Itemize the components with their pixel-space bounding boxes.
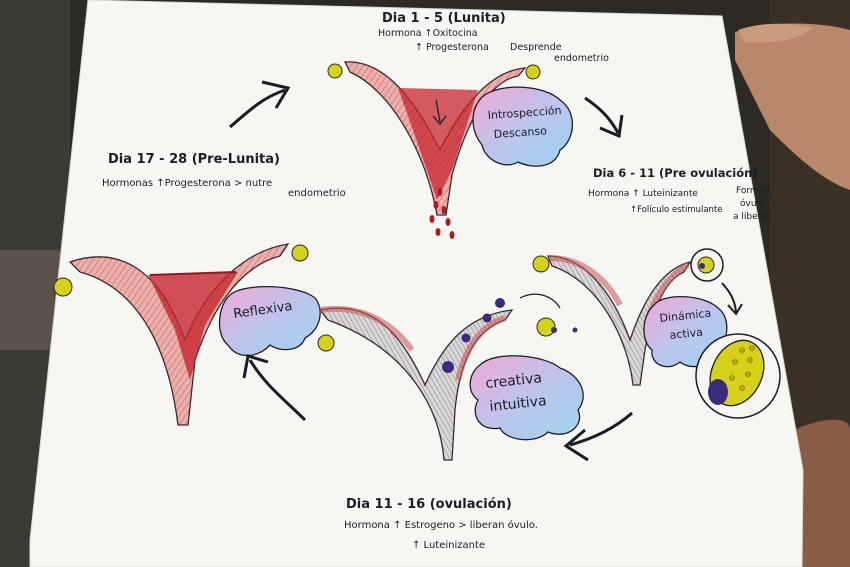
bubble-creativa-line1: creativa <box>485 370 543 392</box>
background-post <box>0 250 60 350</box>
bubble-creativa-line2: intuitiva <box>489 393 548 415</box>
title-dia-1-5: Dia 1 - 5 (Lunita) <box>382 11 506 26</box>
curved-arrow-icon <box>584 96 624 139</box>
ovary-left-center <box>317 334 335 352</box>
curved-arrow-icon <box>242 354 307 422</box>
bubble-reflexiva <box>218 286 321 357</box>
ovary-right-top <box>525 64 541 80</box>
curved-arrow-icon <box>721 282 743 316</box>
egg-cell-icon <box>442 298 578 373</box>
hormone-line-dia-6-11: Hormona ↑ Luteinizante <box>588 189 698 199</box>
title-dia-17-28: Dia 17 - 28 (Pre-Lunita) <box>108 152 280 167</box>
effect-line1-dia-6-11: Forman <box>736 186 770 196</box>
progesterone-line-dia-1-5: ↑ Progesterona <box>415 42 489 53</box>
ovary-left-right <box>532 255 550 273</box>
ovary-right-left <box>291 244 309 262</box>
uterus-diagram-ovulation <box>318 305 514 461</box>
egg-cell-icon <box>695 333 781 419</box>
effect-line2-dia-17-28: endometrio <box>288 188 346 199</box>
effect-line2-dia-1-5: endometrio <box>554 53 609 64</box>
ovary-left-left <box>53 277 73 297</box>
title-dia-6-11: Dia 6 - 11 (Pre ovulación) <box>593 166 758 180</box>
hormone-line-dia-17-28: Hormonas ↑Progesterona > nutre <box>102 178 272 189</box>
uterus-diagram-pre-menstrual <box>68 243 290 426</box>
small-arrow-icon <box>519 293 561 309</box>
hormone-line-dia-11-16: Hormona ↑ Estrogeno > liberan óvulo. <box>344 519 538 531</box>
blood-drops-icon <box>429 188 455 239</box>
ovary-zoom-circle <box>690 248 724 282</box>
effect-line1-dia-1-5: Desprende <box>510 42 562 53</box>
hormone-line2-dia-11-16: ↑ Luteinizante <box>412 540 485 551</box>
curved-arrow-icon <box>563 411 633 462</box>
hormone-line-dia-1-5: Hormona ↑Oxitocina <box>378 28 478 39</box>
paper-sheet <box>30 0 803 567</box>
bubble-introspeccion-line2: Descanso <box>493 124 547 141</box>
bubble-dinamica-line1: Dinámica <box>659 307 712 325</box>
bubble-creativa <box>469 355 584 441</box>
ovary-left-top <box>327 63 343 79</box>
curved-arrow-icon <box>229 80 291 129</box>
title-dia-11-16: Dia 11 - 16 (ovulación) <box>346 497 512 512</box>
bubble-dinamica-line2: activa <box>669 326 704 342</box>
effect-line3-dia-6-11: a liberar <box>733 212 771 222</box>
effect-line2-dia-6-11: óvulo <box>740 198 765 209</box>
ovary-right-center <box>536 317 556 337</box>
thumb-right <box>738 23 812 43</box>
bubble-introspeccion <box>472 86 573 167</box>
bubble-introspeccion-line1: Introspección <box>487 104 562 122</box>
hormone-line2-dia-6-11: ↑Folículo estimulante <box>630 205 723 215</box>
hand-right-top <box>735 23 850 190</box>
